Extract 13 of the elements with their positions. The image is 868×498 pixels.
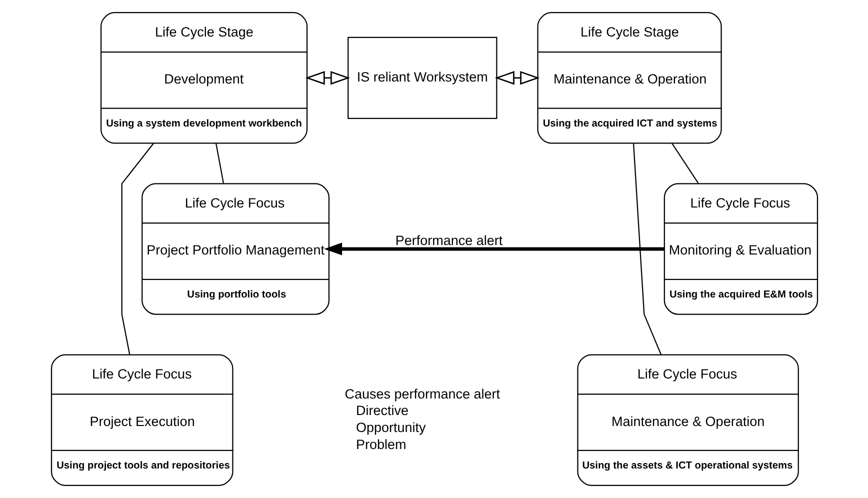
edge-label: Performance alert [394,233,502,248]
connector [632,143,662,355]
arrow [304,71,350,85]
connector [671,143,698,184]
label: Problem [355,436,406,452]
node-box: IS reliant Worksystem [347,36,497,119]
label: Opportunity [355,420,426,436]
connector [120,142,154,355]
arrow [494,71,540,85]
arrow [324,242,664,256]
label: Directive [355,403,408,418]
label: Causes performance alert [344,386,500,402]
connector [214,143,224,184]
